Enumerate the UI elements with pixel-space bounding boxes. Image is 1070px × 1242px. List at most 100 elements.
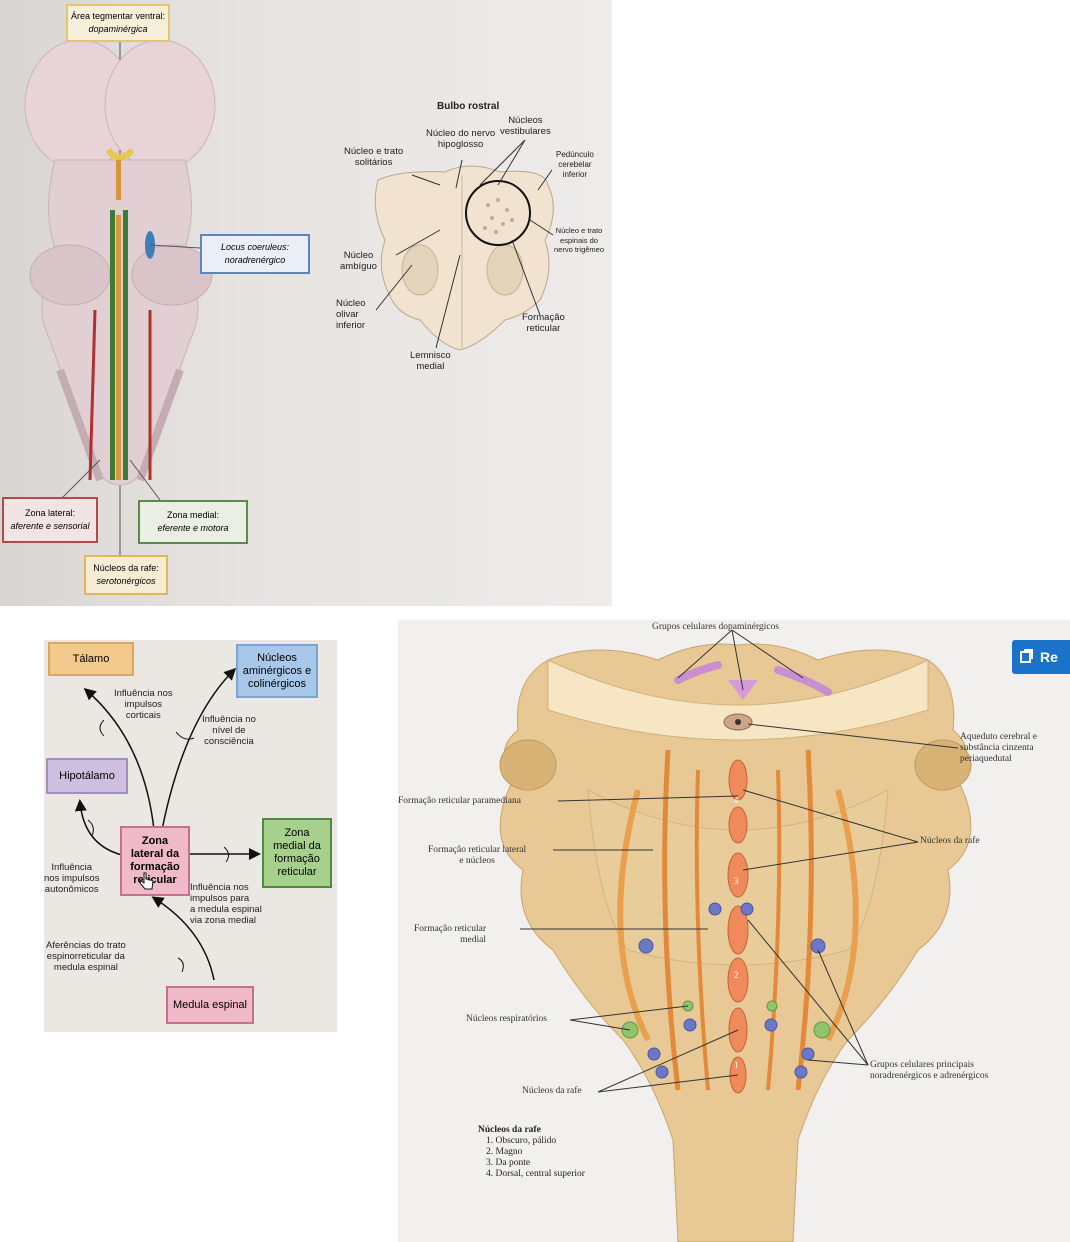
- label-line: solitários: [354, 157, 393, 168]
- re-button-label: Re: [1040, 649, 1058, 665]
- legend-title: Núcleos da rafe: [478, 1125, 541, 1135]
- raphe-num-1: 1: [734, 1060, 739, 1070]
- label-line: periaquedutal: [960, 754, 1012, 764]
- label-infl-corticais: Influência nos impulsos corticais: [114, 688, 173, 721]
- locus-sub: noradrenérgico: [224, 255, 286, 265]
- flow-arrows: [74, 667, 261, 981]
- label-line: Núcleo do nervo: [426, 128, 496, 139]
- label-line: substância cinzenta: [960, 743, 1034, 753]
- label-line: reticular: [526, 323, 561, 334]
- locus-coeruleus-label: Locus coeruleus: noradrenérgico: [200, 234, 310, 274]
- label-infl-medula: Influência nos impulsos para a medula es…: [190, 882, 262, 926]
- locus-title: Locus coeruleus:: [220, 242, 290, 252]
- label-line: medial: [416, 361, 445, 372]
- raphe-num-2: 2: [734, 970, 739, 980]
- label-dopaminergicos: Grupos celulares dopaminérgicos: [652, 622, 779, 632]
- label-line: corticais: [125, 710, 161, 721]
- legend-item: 2. Magno: [486, 1147, 523, 1157]
- box-zona-medial: Zona medial da formação reticular: [262, 818, 332, 888]
- label-line: espinais do: [560, 235, 598, 245]
- label-line: espinorreticular da: [46, 951, 125, 962]
- label-line: Formação: [522, 312, 565, 323]
- label-line: Aferências do trato: [46, 940, 126, 951]
- lateral-sub: aferente e sensorial: [10, 521, 90, 531]
- label-line: Núcleo: [336, 298, 366, 309]
- raphe-num-4: 4: [734, 795, 739, 805]
- label-line: consciência: [204, 736, 254, 747]
- label-lateral: Formação reticular lateral e núcleos: [428, 845, 526, 867]
- label-line: e núcleos: [459, 856, 495, 866]
- label-line: hipoglosso: [437, 139, 484, 150]
- box-text: Zona: [284, 827, 310, 839]
- brainstem-ventral-panel: 4 3 2 1 Grupos celulares dopaminérgicos …: [398, 620, 1070, 1242]
- zona-lateral-label: Zona lateral: aferente e sensorial: [2, 497, 98, 543]
- label-trigemeo: Núcleo e trato espinais do nervo trigême…: [554, 226, 604, 255]
- box-text: aminérgicos e: [242, 664, 312, 677]
- box-text: formação: [130, 861, 180, 873]
- label-olivar: Núcleo olivar inferior: [336, 298, 366, 331]
- label-line: nos impulsos: [44, 873, 100, 884]
- label-line: medial: [460, 935, 487, 945]
- box-zona-lateral: Zona lateral da formação reticular: [120, 826, 190, 896]
- label-noradren: Grupos celulares principais noradrenérgi…: [870, 1060, 988, 1082]
- label-line: Influência no: [202, 714, 256, 725]
- label-line: Influência nos: [190, 882, 249, 893]
- label-line: medula espinal: [53, 962, 118, 973]
- area-title: Área tegmentar ventral:: [70, 11, 166, 21]
- cursor-hand-icon: [139, 872, 154, 890]
- box-text: medial da: [273, 840, 321, 852]
- label-line: Formação reticular lateral: [428, 845, 527, 855]
- label-pedunculo: Pedúnculo cerebelar inferior: [556, 150, 594, 180]
- medial-sub: eferente e motora: [157, 523, 229, 533]
- label-line: a medula espinal: [190, 904, 262, 915]
- copy-icon: [1020, 648, 1034, 666]
- box-text: lateral da: [130, 848, 180, 860]
- area-tegmentar-label: Área tegmentar ventral: dopaminérgica: [66, 4, 170, 42]
- label-line: nível de: [212, 725, 246, 736]
- label-line: Pedúnculo: [556, 150, 594, 159]
- re-button[interactable]: Re: [1012, 640, 1070, 674]
- brainstem-ventral-illustration: [499, 629, 972, 1242]
- area-sub: dopaminérgica: [88, 24, 148, 34]
- label-line: Núcleo: [343, 250, 374, 261]
- label-line: Lemnisco: [410, 350, 451, 361]
- label-respiratorios: Núcleos respiratórios: [466, 1014, 547, 1024]
- box-text: Hipotálamo: [59, 769, 115, 782]
- box-hipotalamo: Hipotálamo: [46, 758, 128, 794]
- label-line: nervo trigêmeo: [554, 245, 605, 254]
- label-line: ambíguo: [340, 261, 377, 272]
- label-solitario: Núcleo e trato solitários: [344, 146, 403, 168]
- lateral-title: Zona lateral:: [24, 508, 76, 518]
- label-line: via zona medial: [190, 915, 257, 926]
- label-line: Núcleos: [508, 115, 543, 126]
- label-line: autonômicos: [44, 884, 99, 895]
- box-text: Tálamo: [72, 652, 110, 665]
- label-medial: Formação reticular medial: [414, 924, 486, 946]
- label-line: noradrenérgicos e adrenérgicos: [870, 1071, 989, 1081]
- label-rafe-right: Núcleos da rafe: [920, 836, 980, 846]
- label-infl-autonomicos: Influência nos impulsos autonômicos: [44, 862, 99, 895]
- nucleos-rafe-label: Núcleos da rafe: serotonérgicos: [84, 555, 168, 595]
- label-line: impulsos para: [190, 893, 250, 904]
- label-line: Grupos celulares principais: [870, 1060, 974, 1070]
- legend-item: 4. Dorsal, central superior: [486, 1169, 585, 1179]
- label-hipoglosso: Núcleo do nervo hipoglosso: [426, 128, 495, 150]
- label-line: olivar: [336, 309, 359, 320]
- label-paramediana: Formação reticular paramediana: [398, 796, 521, 806]
- raphe-sub: serotonérgicos: [96, 576, 156, 586]
- raphe-num-3: 3: [734, 876, 739, 886]
- box-text: Núcleos: [257, 651, 297, 664]
- label-ambiguo: Núcleo ambíguo: [340, 250, 377, 272]
- label-rafe-bottom: Núcleos da rafe: [522, 1086, 582, 1096]
- reticular-flow-diagram: Tálamo Núcleos aminérgicos e colinérgico…: [44, 640, 337, 1032]
- label-line: Núcleo e trato: [344, 146, 404, 157]
- legend-item: 1. Obscuro, pálido: [486, 1136, 557, 1146]
- label-line: inferior: [562, 170, 588, 179]
- legend-item: 3. Da ponte: [486, 1158, 531, 1168]
- box-text: colinérgicos: [247, 677, 307, 690]
- box-text: formação: [274, 853, 320, 865]
- label-lemnisco: Lemnisco medial: [410, 350, 451, 372]
- bulbo-title: Bulbo rostral: [437, 101, 500, 112]
- brainstem-dorsal-panel: Área tegmentar ventral: dopaminérgica Lo…: [0, 0, 612, 606]
- label-line: Formação reticular: [414, 924, 487, 934]
